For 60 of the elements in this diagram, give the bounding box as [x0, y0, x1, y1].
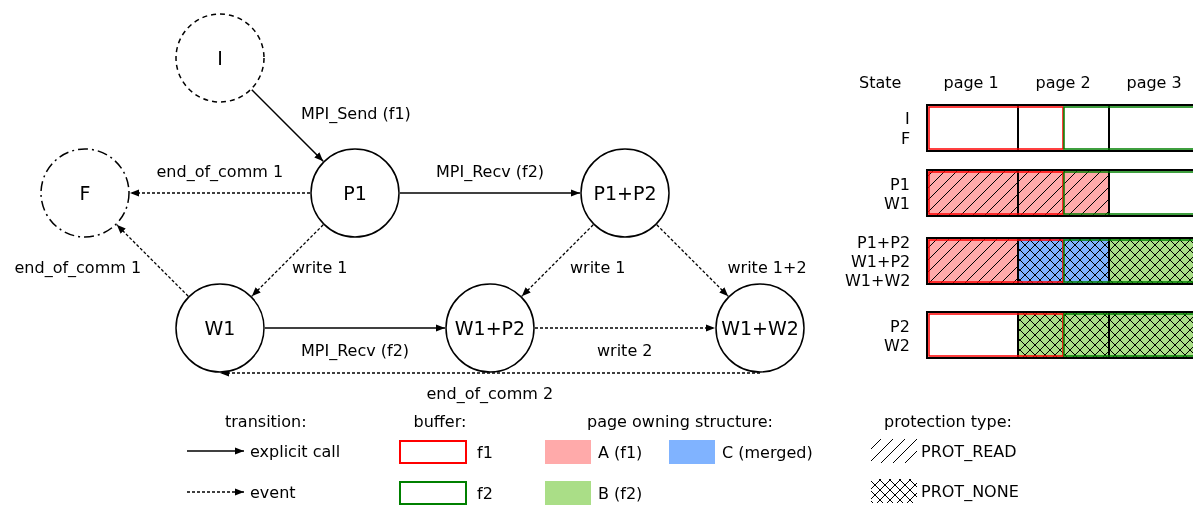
row-label: F: [901, 128, 911, 148]
transition-arrow: [219, 369, 761, 377]
transition-arrow: [534, 324, 716, 332]
legend-label: event: [250, 482, 296, 502]
transition-arrow: [129, 189, 311, 197]
state-circle: [445, 283, 535, 373]
legend-label: explicit call: [250, 441, 341, 461]
edge-label: write 1+2: [727, 257, 807, 277]
column-header: page 3: [1126, 72, 1182, 92]
legend-heading: protection type:: [884, 411, 1012, 431]
state-name: W1+W2: [720, 317, 800, 339]
legend-label: f1: [477, 442, 493, 462]
row-label: P1: [890, 174, 910, 194]
row-label: W1: [884, 193, 910, 213]
state-name: W1+P2: [453, 317, 527, 339]
row-label: W1+W2: [845, 270, 911, 290]
state-circle: [310, 148, 400, 238]
edge-label: MPI_Recv (f2): [301, 340, 410, 360]
edge-label: write 1: [570, 257, 626, 277]
legend-label: B (f2): [598, 483, 643, 503]
state-circle: [715, 283, 805, 373]
row-label: P2: [890, 316, 910, 336]
state-name: P1+P2: [592, 182, 658, 204]
legend-heading: buffer:: [413, 411, 467, 431]
legend-label: PROT_READ: [921, 441, 1017, 461]
state-name: W1: [203, 317, 237, 339]
edge-label: end_of_comm 1: [156, 161, 284, 181]
state-circle: [175, 283, 265, 373]
transition-arrow: [251, 224, 324, 297]
state-circle: [580, 148, 670, 238]
legend-label: A (f1): [598, 442, 643, 462]
column-header: page 2: [1035, 72, 1091, 92]
legend-label: f2: [477, 483, 493, 503]
edge-label: end_of_comm 1: [14, 257, 142, 277]
column-header: page 1: [943, 72, 999, 92]
edge-label: write 2: [597, 340, 653, 360]
transition-arrow: [116, 224, 189, 297]
transition-arrow: [521, 224, 594, 297]
legend-label: C (merged): [722, 442, 813, 462]
column-header: State: [859, 72, 902, 92]
row-label: I: [905, 108, 910, 128]
legend-label: PROT_NONE: [921, 481, 1019, 501]
edge-label: end_of_comm 2: [426, 383, 554, 403]
state-name: P1: [342, 182, 368, 204]
transition-arrow: [251, 89, 324, 162]
state-name: I: [216, 47, 224, 69]
edge-label: MPI_Send (f1): [301, 103, 411, 123]
row-label: P1+P2: [857, 232, 911, 252]
edge-label: MPI_Recv (f2): [436, 161, 545, 181]
transition-arrow: [656, 224, 729, 297]
row-label: W1+P2: [851, 251, 911, 271]
transition-arrow: [399, 189, 581, 197]
edge-label: write 1: [292, 257, 348, 277]
legend-heading: transition:: [225, 411, 307, 431]
transition-arrow: [264, 324, 446, 332]
state-circle: [40, 148, 130, 238]
state-circle: [175, 13, 265, 103]
state-name: F: [78, 182, 92, 204]
legend-heading: page owning structure:: [587, 411, 773, 431]
row-label: W2: [884, 335, 910, 355]
